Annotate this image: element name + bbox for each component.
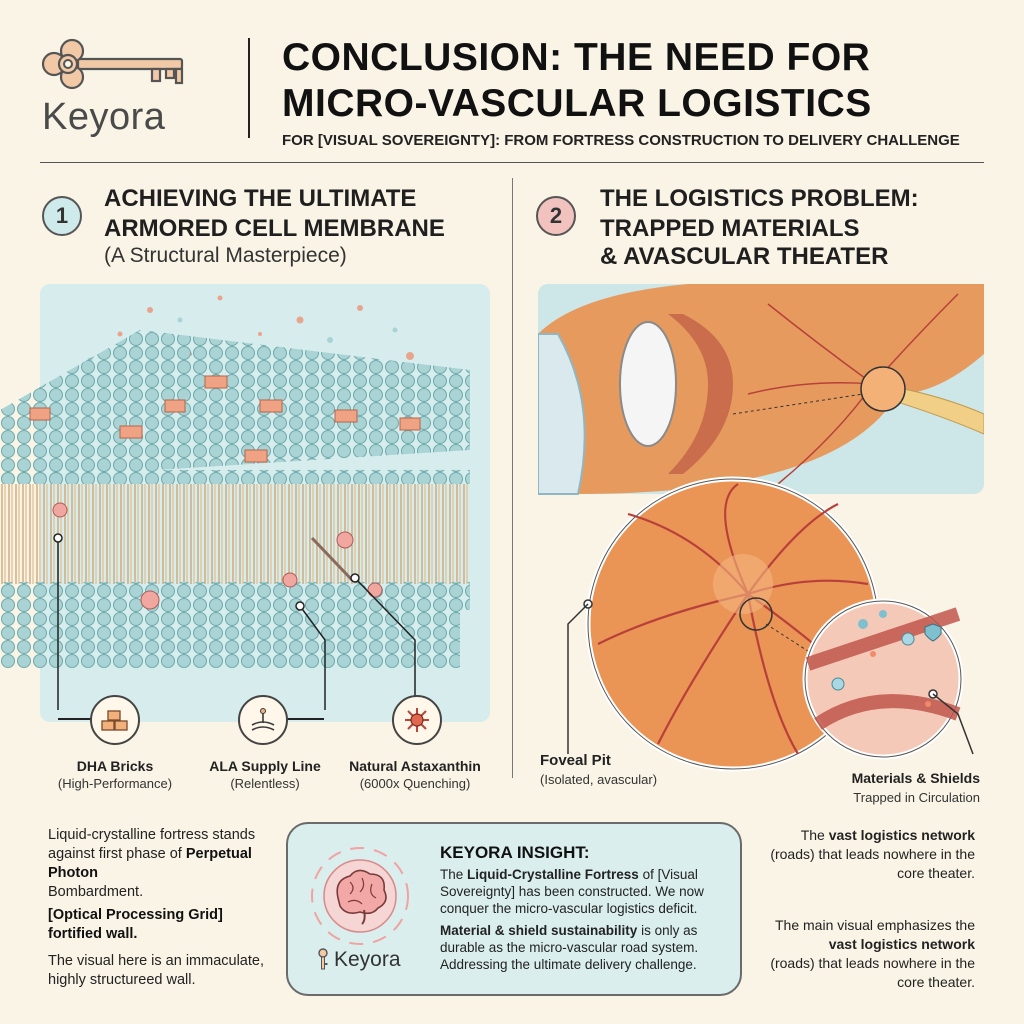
insight-brand: Keyora (334, 948, 401, 971)
cell-membrane-illustration (0, 295, 470, 710)
astaxanthin-label: Natural Astaxanthin (349, 758, 481, 774)
dha-bricks-sublabel: (High-Performance) (57, 776, 173, 791)
header-rule (40, 162, 984, 163)
section1-number: 1 (42, 196, 82, 236)
eye-retina-illustration (538, 284, 984, 772)
dha-bricks-label: DHA Bricks (76, 758, 154, 774)
astaxanthin-sublabel: (6000x Quenching) (359, 776, 471, 791)
section1-title-line1: ACHIEVING THE ULTIMATE (104, 185, 417, 212)
insight-paragraph-1: The Liquid-Crystalline Fortress of [Visu… (440, 867, 704, 916)
page-title-line2: MICRO-VASCULAR LOGISTICS (282, 82, 872, 125)
brand-name: Keyora (42, 96, 166, 138)
right-paragraph-2: The main visual emphasizes the vast logi… (770, 917, 975, 990)
foveal-pit-sublabel: (Isolated, avascular) (540, 772, 658, 787)
foveal-pit-label: Foveal Pit (540, 752, 611, 769)
insight-box (286, 822, 742, 996)
section2-title-line1: THE LOGISTICS PROBLEM: (600, 185, 919, 212)
materials-shields-label: Materials & Shields (851, 770, 980, 786)
section2-title-line3: & AVASCULAR THEATER (600, 243, 889, 270)
left-paragraph-2: [Optical Processing Grid] fortified wall… (48, 907, 223, 942)
page-subtitle: FOR [VISUAL SOVEREIGNTY]: FROM FORTRESS … (282, 132, 960, 149)
ala-supply-label: ALA Supply Line (209, 758, 321, 774)
supply-line-icon (238, 695, 288, 745)
insight-title: KEYORA INSIGHT: (440, 843, 590, 862)
dha-leader (58, 718, 110, 720)
section2-title-line2: TRAPPED MATERIALS (600, 215, 860, 242)
materials-shields-sublabel: Trapped in Circulation (853, 790, 980, 805)
column-divider (512, 178, 513, 778)
section1-subtitle: (A Structural Masterpiece) (104, 244, 347, 267)
key-icon (41, 38, 184, 90)
left-paragraph-1: Liquid-crystalline fortress stands again… (48, 827, 256, 900)
page-title-line1: CONCLUSION: THE NEED FOR (282, 36, 871, 79)
ala-supply-sublabel: (Relentless) (230, 776, 300, 791)
left-paragraph-3: The visual here is an immaculate, highly… (48, 953, 264, 988)
bricks-icon (90, 695, 140, 745)
ala-leader (282, 718, 324, 720)
insight-paragraph-2: Material & shield sustainability is only… (440, 923, 699, 972)
section2-number: 2 (536, 196, 576, 236)
astaxanthin-icon (392, 695, 442, 745)
logo (40, 36, 190, 92)
brain-icon (306, 842, 414, 950)
insight-key-icon (316, 948, 330, 975)
header-divider (248, 38, 250, 138)
section1-title-line2: ARMORED CELL MEMBRANE (104, 215, 445, 242)
right-paragraph-1: The vast logistics network (roads) that … (770, 827, 975, 881)
